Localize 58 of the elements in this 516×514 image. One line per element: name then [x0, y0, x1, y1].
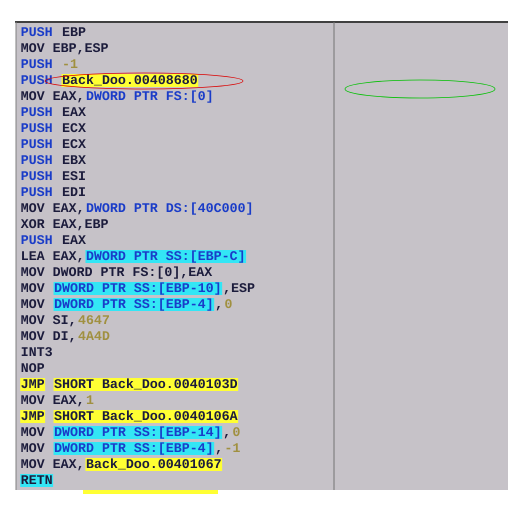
highlighted-code: DWORD PTR SS:[EBP-14] [54, 426, 222, 439]
code-text: MOV EBP,ESP [21, 43, 108, 54]
highlighted-code: RETN [20, 474, 54, 487]
highlighted-code: DWORD PTR SS:[EBP-4] [54, 298, 214, 311]
code-text: PUSH [22, 155, 52, 164]
code-text: 4647 [78, 315, 109, 324]
code-text: NOP [22, 363, 44, 372]
code-text: PUSH [22, 139, 52, 148]
code-text: 0 [233, 427, 240, 436]
code-text: MOV [21, 299, 45, 308]
code-text: MOV DI, [21, 331, 74, 342]
code-text: EBX [62, 155, 86, 164]
code-text: MOV EAX, [21, 459, 82, 470]
code-text: -1 [226, 443, 240, 452]
code-text: LEA EAX, [22, 251, 82, 262]
code-text: , [216, 306, 220, 310]
code-text: EDI [62, 187, 85, 196]
code-text: , [216, 450, 220, 454]
code-text: MOV [21, 427, 45, 436]
code-text: -1 [64, 59, 78, 68]
highlighted-code: Back_Doo.00408680 [62, 74, 198, 87]
code-text: INT3 [22, 347, 52, 356]
code-text: PUSH [22, 107, 52, 116]
code-text: PUSH [22, 235, 52, 244]
code-text: PUSH [22, 27, 52, 36]
code-text: MOV DWORD PTR FS:[0],EAX [21, 266, 212, 279]
highlighted-code: SHORT Back_Doo.0040106A [54, 410, 238, 423]
code-text: MOV EAX, [21, 395, 82, 406]
code-text: XOR EAX,EBP [20, 219, 108, 230]
code-text: ECX [62, 139, 86, 148]
highlighted-code: Back_Doo.00401067 [85, 458, 222, 471]
code-text: EBP [62, 27, 86, 36]
code-text: 1 [86, 395, 94, 404]
code-text: ,ESP [224, 283, 254, 294]
code-text: MOV [21, 283, 45, 292]
highlighted-code: JMP [20, 378, 46, 391]
code-text: 4A4D [78, 331, 110, 340]
code-text: 0 [225, 299, 232, 308]
code-text: PUSH [22, 187, 52, 196]
code-text: PUSH [22, 59, 52, 68]
code-text: MOV SI, [21, 315, 74, 326]
code-text: DWORD PTR DS:[40C000] [86, 202, 252, 215]
highlighted-code: DWORD PTR SS:[EBP-10] [54, 282, 222, 295]
code-text: ECX [62, 123, 86, 132]
code-text: , [224, 434, 228, 438]
code-text: EAX [62, 235, 86, 244]
code-text: MOV EAX, [21, 91, 82, 102]
code-text: EAX [62, 107, 86, 116]
highlighted-code: JMP [20, 410, 46, 423]
highlighted-code: DWORD PTR SS:[EBP-4] [54, 442, 214, 455]
highlighted-code: DWORD PTR SS:[EBP-C] [85, 250, 246, 263]
code-text: MOV [21, 443, 45, 452]
code-text: ESI [62, 171, 85, 180]
code-text: PUSH [22, 123, 52, 132]
code-text: PUSH [22, 171, 52, 180]
code-text: MOV EAX, [21, 203, 82, 214]
code-text: DWORD PTR FS:[0] [86, 90, 212, 103]
highlighted-code: SHORT Back_Doo.0040103D [54, 378, 238, 391]
